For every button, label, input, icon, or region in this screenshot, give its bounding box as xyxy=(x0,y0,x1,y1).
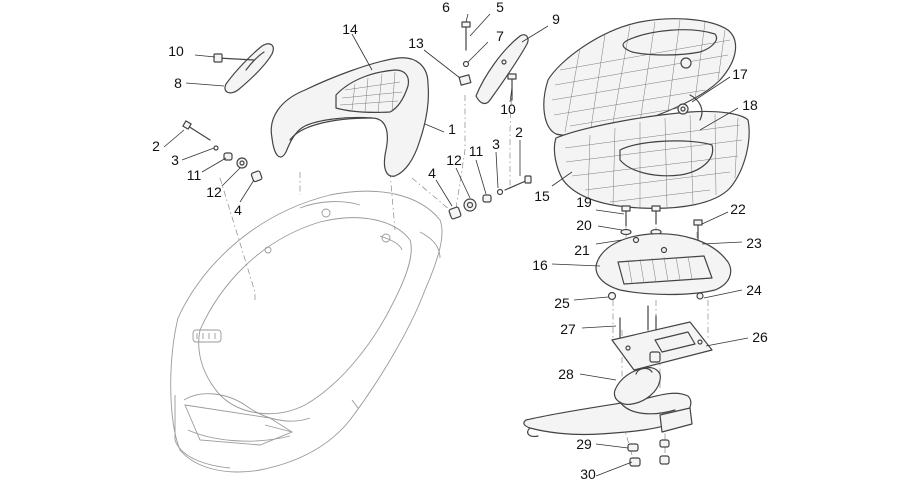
adapter-plate xyxy=(611,305,713,371)
callout-14: 14 xyxy=(342,21,358,37)
callout-17: 17 xyxy=(732,66,748,82)
callout-18: 18 xyxy=(742,97,758,113)
callout-2b: 2 xyxy=(515,124,523,140)
top-case xyxy=(543,18,750,209)
callout-2a: 2 xyxy=(152,138,160,154)
callout-27: 27 xyxy=(560,321,576,337)
callout-25: 25 xyxy=(554,295,570,311)
callout-19: 19 xyxy=(576,194,592,210)
callout-labels: 10 8 14 6 5 7 13 9 10 17 18 1 2 3 11 12 … xyxy=(152,0,768,481)
callout-1: 1 xyxy=(448,121,456,137)
callout-20: 20 xyxy=(576,217,592,233)
callout-9: 9 xyxy=(552,11,560,27)
callout-4b: 4 xyxy=(428,165,436,181)
callout-10a: 10 xyxy=(168,43,184,59)
right-hardware-stack xyxy=(448,175,532,220)
callout-10b: 10 xyxy=(500,101,516,117)
callout-28: 28 xyxy=(558,366,574,382)
callout-21: 21 xyxy=(574,242,590,258)
callout-15: 15 xyxy=(534,188,550,204)
callout-22: 22 xyxy=(730,201,746,217)
seat-backrest xyxy=(270,57,430,177)
callout-3a: 3 xyxy=(171,152,179,168)
carrier-bracket xyxy=(458,21,529,105)
callout-12a: 12 xyxy=(206,184,222,200)
callout-16: 16 xyxy=(532,257,548,273)
callout-29: 29 xyxy=(576,436,592,452)
rear-carrier xyxy=(523,367,693,467)
leader-lines xyxy=(163,13,749,477)
callout-23: 23 xyxy=(746,235,762,251)
callout-8: 8 xyxy=(174,75,182,91)
callout-30: 30 xyxy=(580,466,596,481)
callout-11b: 11 xyxy=(469,143,484,159)
callout-5: 5 xyxy=(496,0,504,15)
callout-3b: 3 xyxy=(492,136,500,152)
callout-6: 6 xyxy=(442,0,450,15)
callout-4a: 4 xyxy=(234,202,242,218)
callout-7: 7 xyxy=(496,28,504,44)
callout-24: 24 xyxy=(746,282,762,298)
callout-12b: 12 xyxy=(446,152,462,168)
callout-13: 13 xyxy=(408,35,424,51)
callout-26: 26 xyxy=(752,329,768,345)
grab-handle xyxy=(213,43,274,94)
callout-11a: 11 xyxy=(187,167,202,183)
rear-body-frame xyxy=(170,190,443,473)
